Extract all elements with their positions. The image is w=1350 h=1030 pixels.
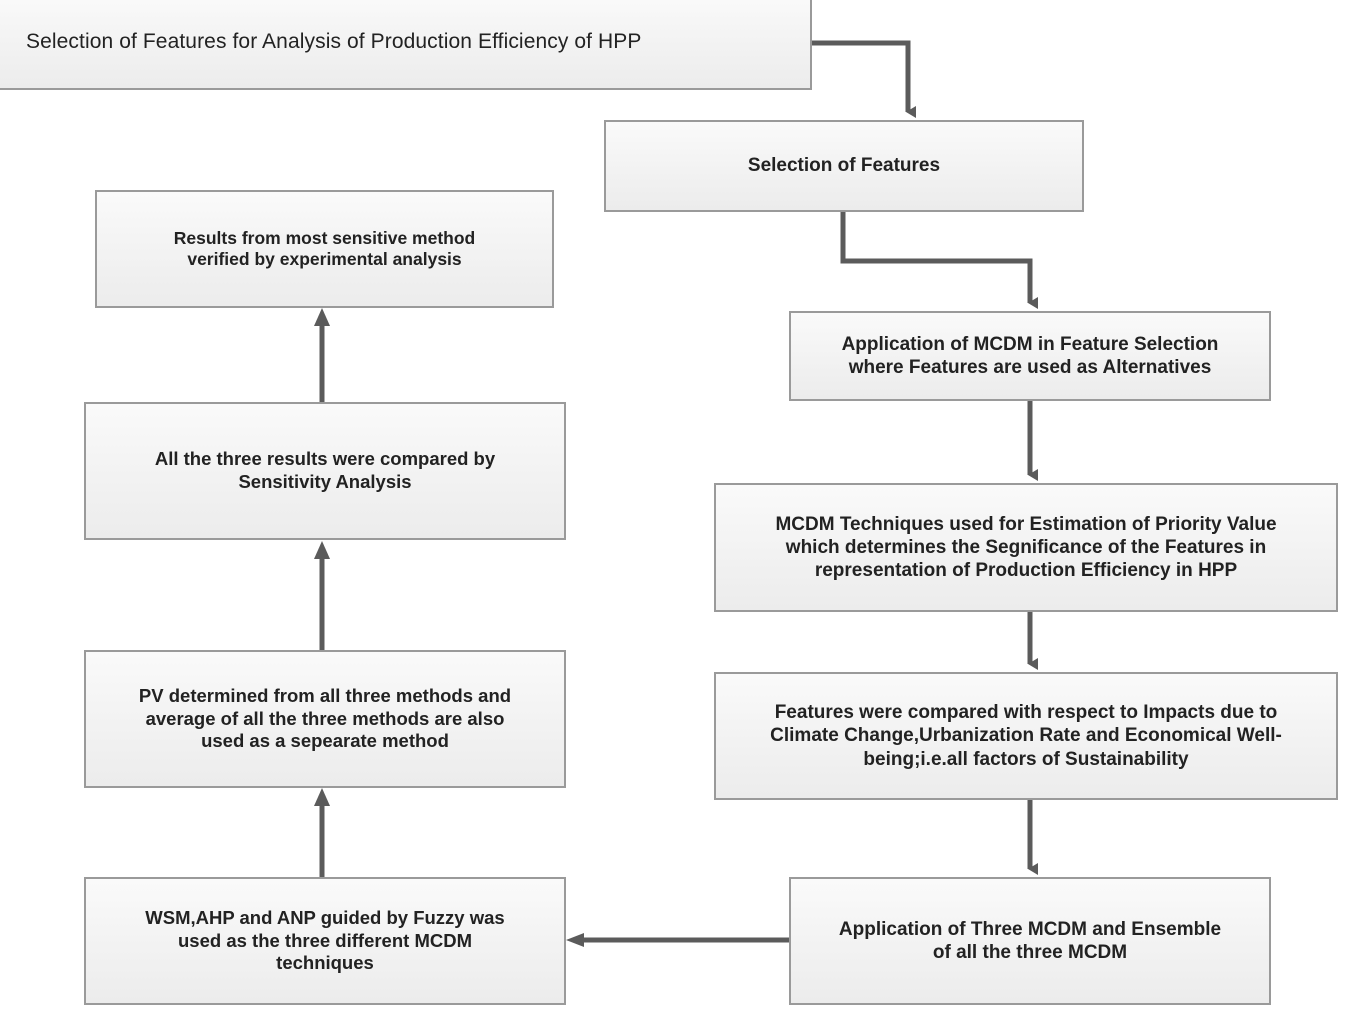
- edge-title-to-selection: [812, 40, 916, 118]
- node-wsm-ahp-anp[interactable]: WSM,AHP and ANP guided by Fuzzy was used…: [84, 877, 566, 1005]
- node-pv-determined[interactable]: PV determined from all three methods and…: [84, 650, 566, 788]
- node-results-verified-label: Results from most sensitive method verif…: [173, 227, 476, 269]
- node-results-verified[interactable]: Results from most sensitive method verif…: [95, 190, 554, 308]
- node-application-of-mcdm[interactable]: Application of MCDM in Feature Selection…: [789, 311, 1271, 401]
- node-mcdm-techniques[interactable]: MCDM Techniques used for Estimation of P…: [714, 483, 1338, 612]
- node-mcdm-techniques-label: MCDM Techniques used for Estimation of P…: [775, 513, 1277, 582]
- node-application-three-mcdm[interactable]: Application of Three MCDM and Ensemble o…: [789, 877, 1271, 1005]
- node-features-compared[interactable]: Features were compared with respect to I…: [714, 672, 1338, 800]
- node-selection-of-features[interactable]: Selection of Features: [604, 120, 1084, 212]
- node-wsm-ahp-anp-label: WSM,AHP and ANP guided by Fuzzy was used…: [145, 907, 505, 974]
- node-title[interactable]: Selection of Features for Analysis of Pr…: [0, 0, 812, 90]
- edge-wsm-to-pv: [314, 788, 330, 877]
- edge-pv-to-results-compared: [314, 541, 330, 650]
- node-features-compared-label: Features were compared with respect to I…: [770, 702, 1282, 770]
- node-three-results-compared-label: All the three results were compared by S…: [154, 448, 496, 492]
- node-application-of-mcdm-label: Application of MCDM in Feature Selection…: [841, 333, 1219, 378]
- edge-selection-to-application-mcdm: [840, 212, 1038, 309]
- edge-results-compared-to-verified: [314, 308, 330, 402]
- node-pv-determined-label: PV determined from all three methods and…: [138, 685, 512, 752]
- node-title-label: Selection of Features for Analysis of Pr…: [26, 30, 642, 54]
- node-application-three-mcdm-label: Application of Three MCDM and Ensemble o…: [838, 918, 1222, 963]
- node-selection-of-features-label: Selection of Features: [747, 155, 941, 177]
- node-three-results-compared[interactable]: All the three results were compared by S…: [84, 402, 566, 540]
- edge-three-mcdm-to-wsm: [566, 933, 789, 947]
